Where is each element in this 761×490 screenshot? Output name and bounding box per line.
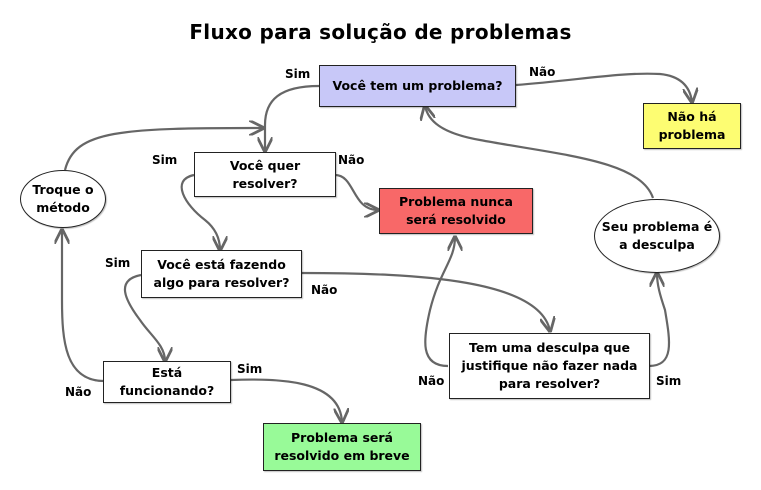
label-excuse-yes: Sim <box>656 374 682 388</box>
edge-excuse-yes <box>648 273 671 368</box>
edge-change-method-to-want-solve <box>63 128 263 171</box>
edge-doing-no <box>300 271 550 331</box>
node-excuse-is-problem: Seu problema é a desculpa <box>594 199 720 273</box>
label-working-no: Não <box>65 385 92 399</box>
edge-want-solve-yes <box>180 173 220 250</box>
label-have-problem-yes: Sim <box>285 67 311 81</box>
edge-excuse-is-problem-to-have-problem <box>425 106 655 199</box>
edge-have-problem-no <box>515 72 692 102</box>
edge-working-yes <box>230 378 342 422</box>
label-want-solve-no: Não <box>338 153 365 167</box>
node-never-solved: Problema nunca será resolvido <box>379 188 533 234</box>
node-doing-something: Você está fazendo algo para resolver? <box>141 250 302 298</box>
edge-working-no <box>62 230 105 383</box>
node-is-working: Está funcionando? <box>103 361 231 403</box>
diagram-title: Fluxo para solução de problemas <box>189 20 572 44</box>
label-excuse-no: Não <box>418 374 445 388</box>
edge-excuse-no <box>424 237 455 368</box>
edge-have-problem-yes <box>265 84 320 151</box>
label-doing-yes: Sim <box>105 256 131 270</box>
node-solved-soon: Problema será resolvido em breve <box>263 423 421 471</box>
node-no-problem: Não há problema <box>643 103 741 149</box>
node-want-solve: Você quer resolver? <box>194 152 336 197</box>
edge-want-solve-no <box>334 173 378 210</box>
label-want-solve-yes: Sim <box>152 153 178 167</box>
node-have-problem: Você tem um problema? <box>319 65 516 107</box>
label-doing-no: Não <box>311 283 338 297</box>
label-working-yes: Sim <box>237 362 263 376</box>
node-have-excuse: Tem uma desculpa que justifique não faze… <box>449 333 650 399</box>
node-change-method: Troque o método <box>20 170 106 228</box>
label-have-problem-no: Não <box>529 65 556 79</box>
edge-doing-yes <box>123 273 165 361</box>
